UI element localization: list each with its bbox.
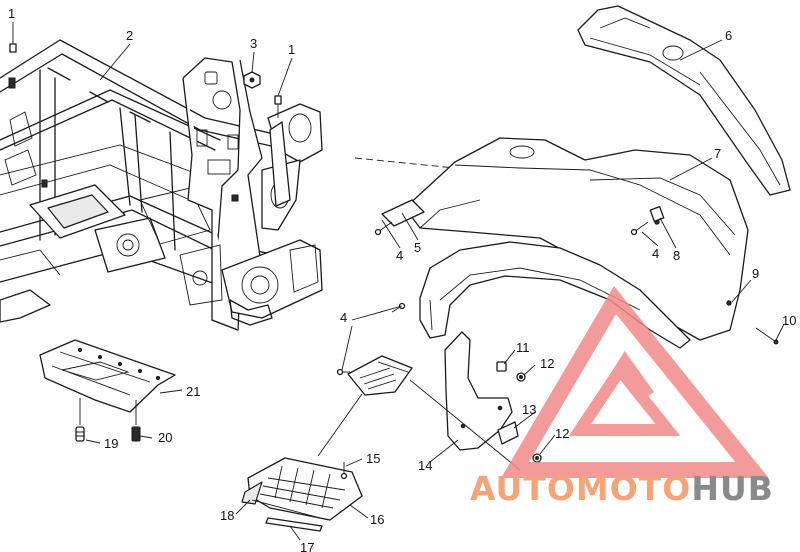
watermark-logo-icon — [501, 285, 769, 478]
callout-1-right: 1 — [288, 42, 295, 57]
mud-flap — [444, 331, 513, 451]
screw-part-4-right — [630, 221, 649, 236]
nut-part-12-upper — [516, 372, 526, 382]
callout-4-right: 4 — [652, 246, 659, 261]
skid-plate — [39, 339, 176, 413]
front-fender — [419, 241, 691, 349]
leader-lines — [12, 22, 785, 541]
callout-19: 19 — [104, 436, 118, 451]
clip-part-13 — [497, 421, 519, 445]
screw-part-10 — [755, 327, 779, 345]
screw-part-4-footrest — [336, 368, 350, 376]
pin-part-1-left — [9, 43, 17, 53]
callout-18: 18 — [220, 508, 234, 523]
callout-8: 8 — [673, 248, 680, 263]
callout-13: 13 — [522, 402, 536, 417]
bracket-part-5 — [381, 199, 425, 227]
callout-5: 5 — [414, 240, 421, 255]
callout-2: 2 — [126, 28, 133, 43]
fastener-part-8 — [649, 206, 665, 222]
callout-14: 14 — [418, 458, 432, 473]
callout-21: 21 — [186, 384, 200, 399]
callout-11: 11 — [516, 340, 530, 355]
callout-12-upper: 12 — [540, 356, 554, 371]
nut-part-3 — [243, 71, 261, 89]
strip-part-17 — [265, 517, 323, 532]
callout-7: 7 — [714, 146, 721, 161]
callout-16: 16 — [370, 512, 384, 527]
bolt-part-19 — [75, 398, 85, 442]
nut-part-12-lower — [532, 453, 542, 463]
footrest — [241, 457, 363, 521]
callout-3: 3 — [250, 36, 257, 51]
screw-part-4-upper — [374, 221, 393, 236]
callout-15: 15 — [366, 451, 380, 466]
callout-4-upper: 4 — [396, 248, 403, 263]
watermark-text-secondary: HUB — [691, 469, 774, 508]
frame-assembly — [0, 39, 323, 331]
callout-17: 17 — [300, 540, 314, 552]
callout-4-lower: 4 — [340, 310, 347, 325]
seat-panel — [577, 5, 791, 196]
rear-fender — [354, 137, 749, 341]
screw-part-15 — [340, 462, 348, 480]
callout-12-lower: 12 — [555, 426, 569, 441]
bolt-part-20 — [131, 400, 141, 442]
callouts: 1 2 3 1 6 7 4 5 4 8 9 10 4 11 12 13 12 1… — [8, 6, 796, 552]
watermark-text: AUTOMOTOHUB — [470, 469, 774, 508]
callout-10: 10 — [782, 313, 796, 328]
callout-1: 1 — [8, 6, 15, 21]
callout-20: 20 — [158, 430, 172, 445]
footrest-bracket — [347, 355, 413, 396]
fastener-part-11 — [496, 361, 507, 372]
callout-9: 9 — [752, 266, 759, 281]
callout-6: 6 — [725, 28, 732, 43]
watermark-text-primary: AUTOMOTO — [470, 469, 691, 508]
screw-part-4-lower — [391, 302, 406, 313]
